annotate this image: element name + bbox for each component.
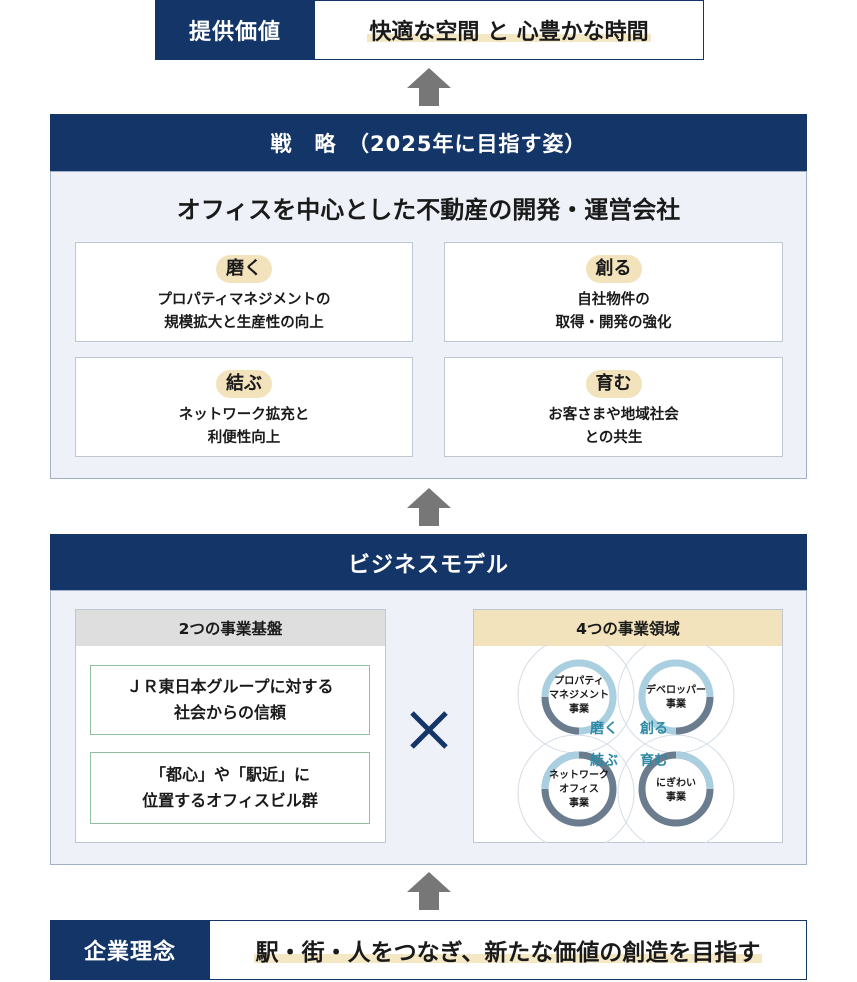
value-text-box: 快適な空間 と 心豊かな時間: [314, 0, 704, 60]
card-desc: お客さまや地域社会 との共生: [548, 407, 679, 446]
domain-circle-property-management: プロパティ マネジメント 事業: [541, 659, 617, 735]
business-model-header: ビジネスモデル: [50, 534, 807, 591]
card-desc: プロパティマネジメントの 規模拡大と生産性の向上: [157, 292, 331, 331]
multiply-icon: [404, 705, 454, 755]
up-arrow-icon: [407, 68, 451, 106]
domain-center-label: 創る: [639, 720, 668, 737]
foundation-item: 「都心」や「駅近」に 位置するオフィスビル群: [90, 752, 370, 824]
card-tag: 磨く: [216, 255, 272, 283]
domain-circle-nigiwai: にぎわい 事業: [638, 751, 714, 827]
strategy-subtitle: オフィスを中心とした不動産の開発・運営会社: [176, 196, 681, 224]
foundation-item: ＪＲ東日本グループに対する 社会からの信頼: [90, 665, 370, 735]
domain-circle-text: 事業: [666, 697, 687, 710]
card-tag: 創る: [585, 255, 642, 283]
card-tag: 育む: [585, 370, 642, 398]
value-text: 快適な空間 と 心豊かな時間: [367, 14, 651, 46]
strategy-card-polish: 磨く プロパティマネジメントの 規模拡大と生産性の向上: [75, 242, 413, 342]
domain-circle-text: 事業: [666, 790, 687, 803]
card-desc: 自社物件の 取得・開発の強化: [555, 292, 672, 331]
domain-circle-text: 事業: [569, 796, 590, 809]
domain-circle-text: オフィス: [559, 783, 599, 795]
domain-center-label: 結ぶ: [590, 752, 618, 769]
domain-circle-text: 事業: [569, 702, 590, 715]
philosophy-text: 駅・街・人をつなぎ、新たな価値の創造を目指す: [253, 933, 763, 967]
up-arrow-icon: [407, 872, 451, 910]
domain-circle-text: にぎわい: [656, 776, 696, 789]
strategy-header: 戦 略 （2025年に目指す姿）: [50, 114, 807, 172]
strategy-card-connect: 結ぶ ネットワーク拡充と 利便性向上: [75, 357, 413, 457]
value-label: 提供価値: [155, 0, 315, 60]
card-tag: 結ぶ: [216, 370, 272, 398]
domain-center-label: 磨く: [590, 720, 618, 737]
strategy-card-create: 創る 自社物件の 取得・開発の強化: [444, 242, 783, 342]
domains-panel: 4つの事業領域: [473, 609, 783, 843]
strategy-card-nurture: 育む お客さまや地域社会 との共生: [444, 357, 783, 457]
domains-diagram: プロパティ マネジメント 事業 デベロッパー 事業 ネットワーク オフィス 事業…: [517, 645, 735, 843]
domain-center-label: 育む: [640, 752, 668, 769]
foundations-title: 2つの事業基盤: [76, 610, 385, 646]
domain-circle-text: マネジメント: [549, 689, 609, 701]
domain-circle-text: デベロッパー: [646, 683, 706, 696]
domain-circle-developer: デベロッパー 事業: [638, 659, 714, 735]
domain-circle-text: ネットワーク: [549, 769, 609, 781]
philosophy-label: 企業理念: [50, 920, 210, 980]
card-desc: ネットワーク拡充と 利便性向上: [178, 407, 310, 446]
domains-title: 4つの事業領域: [474, 610, 782, 646]
domain-circle-text: プロパティ: [554, 674, 603, 687]
philosophy-text-box: 駅・街・人をつなぎ、新たな価値の創造を目指す: [209, 920, 807, 980]
domain-circle-network-office: ネットワーク オフィス 事業: [541, 751, 617, 827]
up-arrow-icon: [407, 488, 451, 526]
